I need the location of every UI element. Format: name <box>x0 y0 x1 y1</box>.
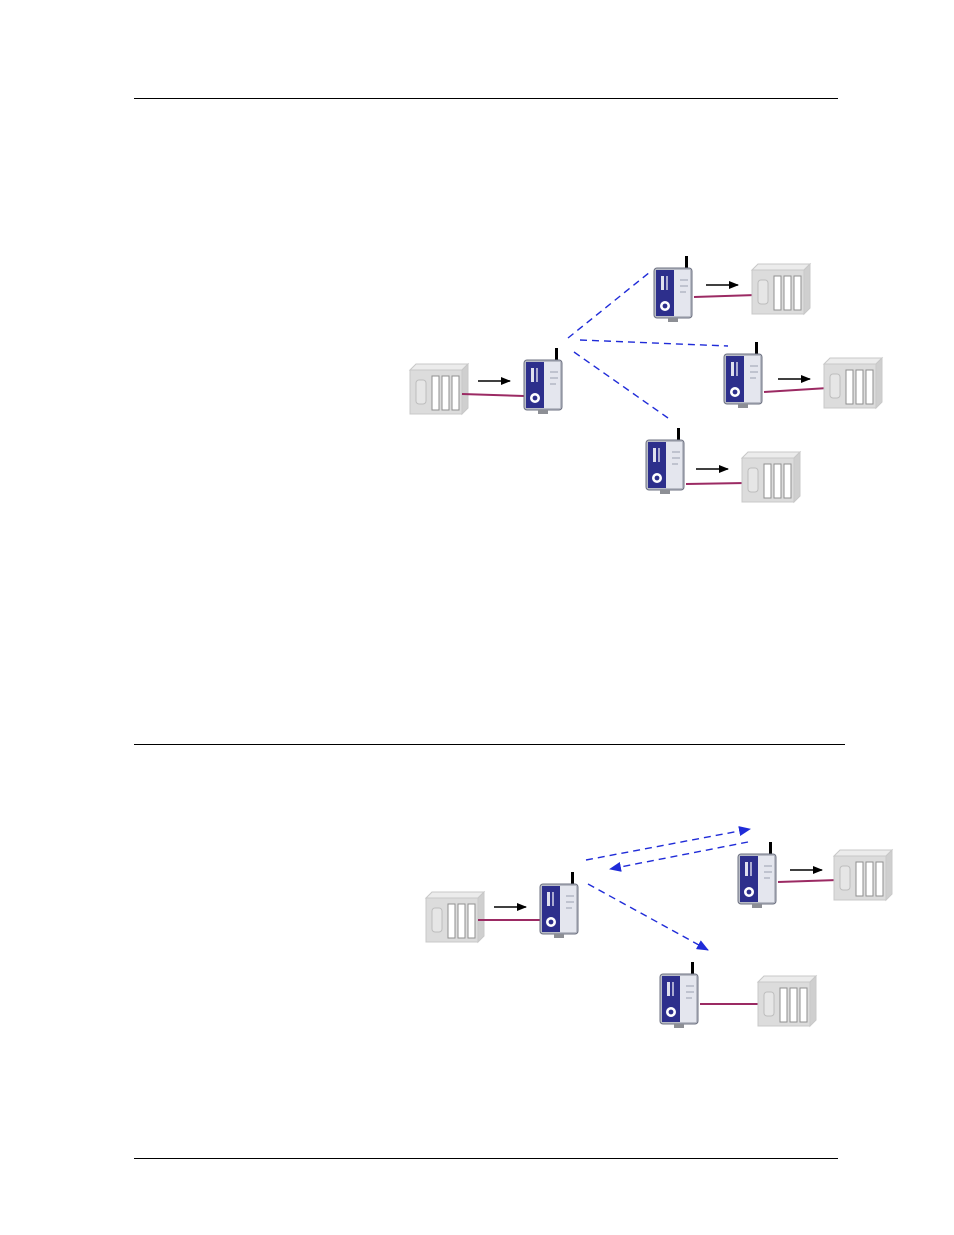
radio-modem-icon <box>540 872 578 938</box>
cable-line <box>778 880 838 882</box>
radio-modem-icon <box>524 348 562 414</box>
plc-icon <box>752 264 810 314</box>
radio-modem-icon <box>724 342 762 408</box>
cable-line <box>686 483 746 484</box>
dashed-radio-link <box>568 272 650 338</box>
dashed-radio-link-arrow <box>610 842 748 869</box>
plc-icon <box>758 976 816 1026</box>
cable-line <box>764 388 828 392</box>
radio-modem-icon <box>646 428 684 494</box>
cable-line <box>694 295 756 297</box>
dashed-radio-link-arrow <box>588 884 708 950</box>
broadcast-diagram <box>410 256 882 502</box>
dashed-radio-link-arrow <box>586 829 750 860</box>
radio-modem-icon <box>738 842 776 908</box>
plc-icon <box>742 452 800 502</box>
radio-modem-icon <box>654 256 692 322</box>
dashed-radio-link <box>574 352 668 418</box>
plc-icon <box>410 364 468 414</box>
acknowledged-diagram <box>426 829 892 1028</box>
cable-line <box>462 394 524 396</box>
radio-modem-icon <box>660 962 698 1028</box>
dashed-radio-link <box>580 340 728 346</box>
plc-icon <box>426 892 484 942</box>
plc-icon <box>834 850 892 900</box>
plc-icon <box>824 358 882 408</box>
